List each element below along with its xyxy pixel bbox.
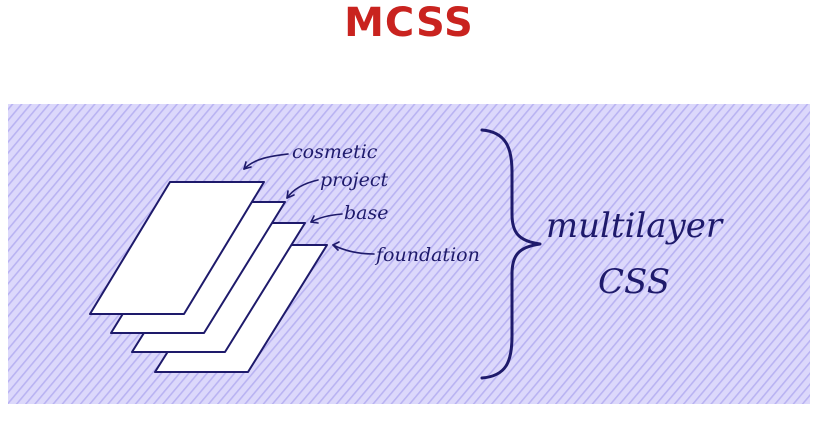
pointer-arrow-project-head [286, 190, 295, 199]
pointer-arrow-base [310, 213, 343, 223]
pointer-arrow-cosmetic [243, 153, 289, 170]
layer-label-foundation: foundation [374, 244, 480, 266]
pointer-arrow-project [286, 179, 319, 199]
group-label-line2: CSS [598, 262, 670, 302]
pointer-arrow-base-head [310, 215, 319, 224]
layers-diagram: cosmetic project base foundation multila… [0, 96, 818, 408]
pointer-arrow-foundation [332, 244, 375, 255]
diagram-canvas: cosmetic project base foundation multila… [8, 104, 810, 404]
pointer-arrow-foundation-head [332, 241, 340, 251]
group-label-line1: multilayer [546, 206, 724, 246]
pointer-arrow-cosmetic-head [243, 161, 252, 170]
layer-label-project: project [320, 169, 388, 191]
layer-label-base: base [344, 202, 389, 224]
curly-brace [480, 128, 542, 380]
page-title: MCSS [344, 0, 474, 46]
layer-label-cosmetic: cosmetic [292, 141, 378, 163]
layer-sheet-cosmetic [89, 181, 265, 315]
